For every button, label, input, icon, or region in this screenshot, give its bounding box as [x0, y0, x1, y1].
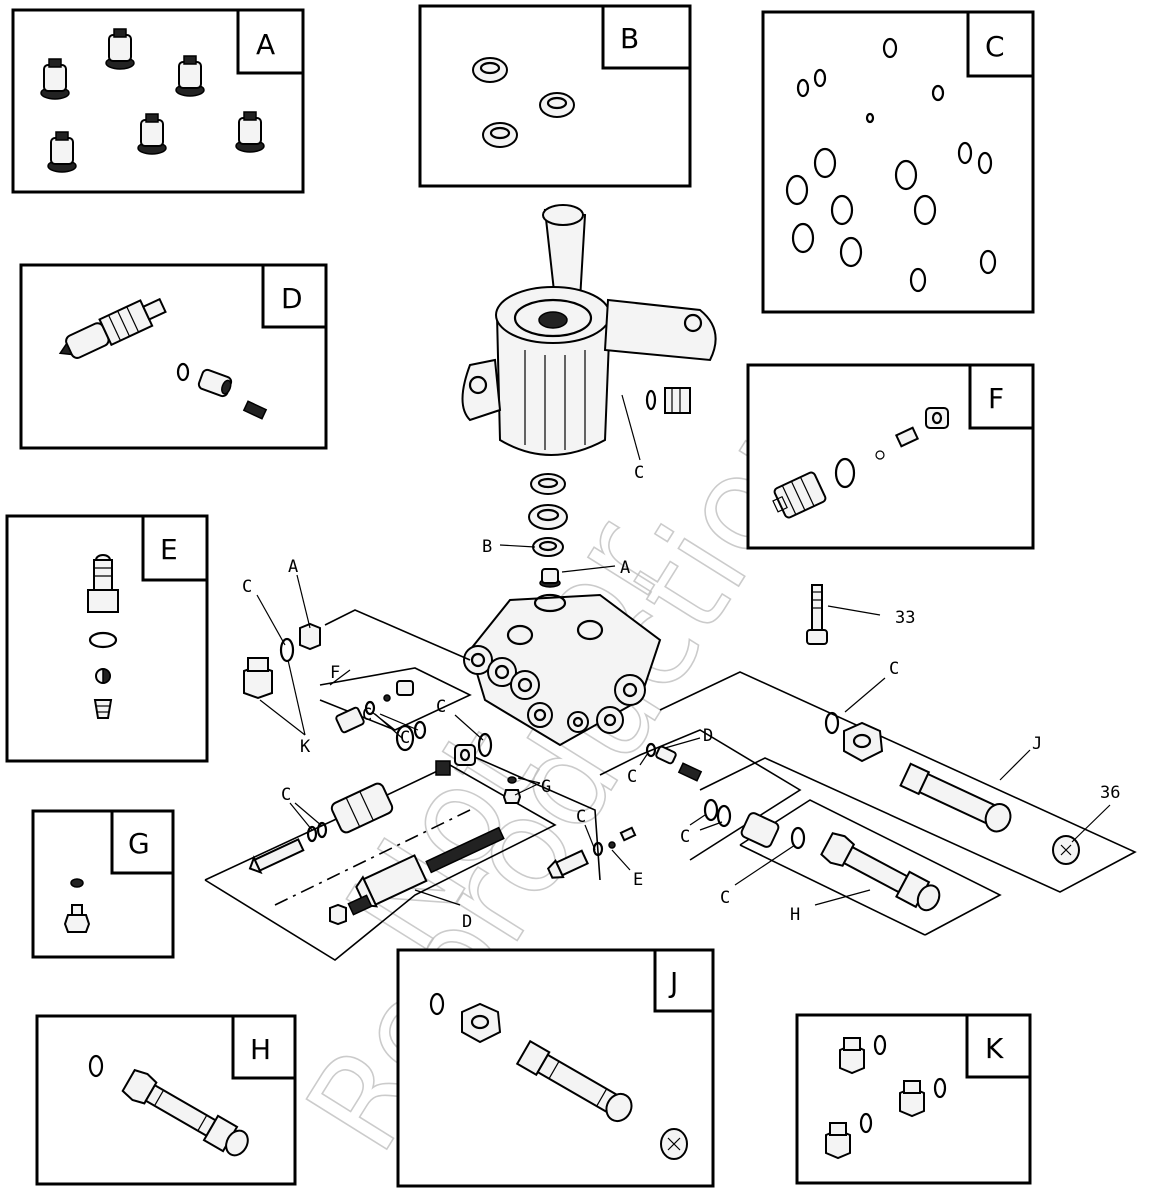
callout-c-f: C [400, 728, 410, 748]
callout-c-d2: C [680, 827, 690, 847]
kit-k-panel: K [795, 1013, 1032, 1185]
callout-c-e: C [576, 807, 586, 827]
kit-b-label: B [620, 22, 639, 55]
o-ring-set [785, 37, 997, 293]
callout-labels: C B A 33 C J 36 D C C G C E C H A C K F … [242, 463, 1120, 932]
quick-connect-assembly [87, 554, 119, 719]
kit-g-label: G [128, 827, 150, 860]
inlet-filter-assembly [88, 1054, 249, 1157]
kit-f-panel: F [746, 363, 1035, 550]
right-j-assembly [659, 671, 1137, 893]
kit-g-panel: G [31, 809, 175, 959]
housing-drain-plug [645, 387, 691, 414]
left-d-assembly [204, 720, 557, 961]
callout-k: K [300, 737, 311, 757]
g-bleed-assembly [502, 776, 522, 804]
seal-stack [528, 473, 568, 588]
kit-k-label: K [985, 1032, 1004, 1065]
callout-h: H [790, 905, 800, 925]
callout-f: F [330, 663, 340, 683]
callout-c-h: C [720, 888, 730, 908]
right-d-assembly [599, 729, 802, 861]
kit-e-panel: E [5, 514, 209, 763]
kit-f-label: F [988, 382, 1004, 415]
kit-d-label: D [281, 282, 303, 315]
kit-b-panel: B [418, 4, 692, 188]
callout-c-mid: C [436, 697, 446, 717]
callout-c-right: C [889, 659, 899, 679]
callout-b: B [482, 537, 492, 557]
kit-a-label: A [256, 28, 275, 61]
kit-e-label: E [160, 533, 178, 566]
kit-d-panel: D [19, 263, 328, 450]
callout-36: 36 [1100, 783, 1120, 803]
callout-33: 33 [895, 608, 915, 628]
callout-j: J [1032, 734, 1042, 754]
bleed-screw-parts [63, 878, 91, 933]
callout-a-left: A [288, 557, 298, 577]
left-f-assembly [319, 667, 472, 734]
callout-c-d1: C [627, 767, 637, 787]
right-h-assembly [739, 799, 1002, 936]
callout-a: A [620, 558, 630, 578]
kit-c-panel: C [761, 10, 1035, 314]
callout-c-left: C [242, 577, 252, 597]
unloader-assembly [58, 297, 268, 420]
right-e-assembly [469, 754, 637, 881]
kit-c-label: C [985, 30, 1005, 63]
check-valve-set [40, 28, 265, 173]
callout-g: G [541, 777, 551, 797]
inlet-screen-assembly [429, 992, 688, 1160]
bolt-33 [806, 584, 828, 645]
pump-housing [461, 204, 717, 456]
kit-j-panel: J [396, 948, 715, 1188]
leader-lines [256, 394, 1111, 906]
seal-set [472, 57, 575, 148]
kit-a-panel: A [11, 8, 305, 194]
callout-c-ring: C [362, 705, 372, 725]
kit-j-label: J [668, 966, 678, 999]
thermal-relief-parts [772, 407, 949, 519]
pump-manifold [463, 593, 662, 747]
kit-h-label: H [250, 1033, 271, 1066]
callout-d-right: D [703, 726, 713, 746]
callout-d-low: D [462, 912, 472, 932]
callout-c-low: C [281, 785, 291, 805]
plug-set [825, 1034, 947, 1160]
callout-e: E [633, 870, 643, 890]
kit-h-panel: H [35, 1014, 297, 1186]
left-k-assembly [243, 609, 471, 700]
callout-c-housing: C [634, 463, 644, 483]
